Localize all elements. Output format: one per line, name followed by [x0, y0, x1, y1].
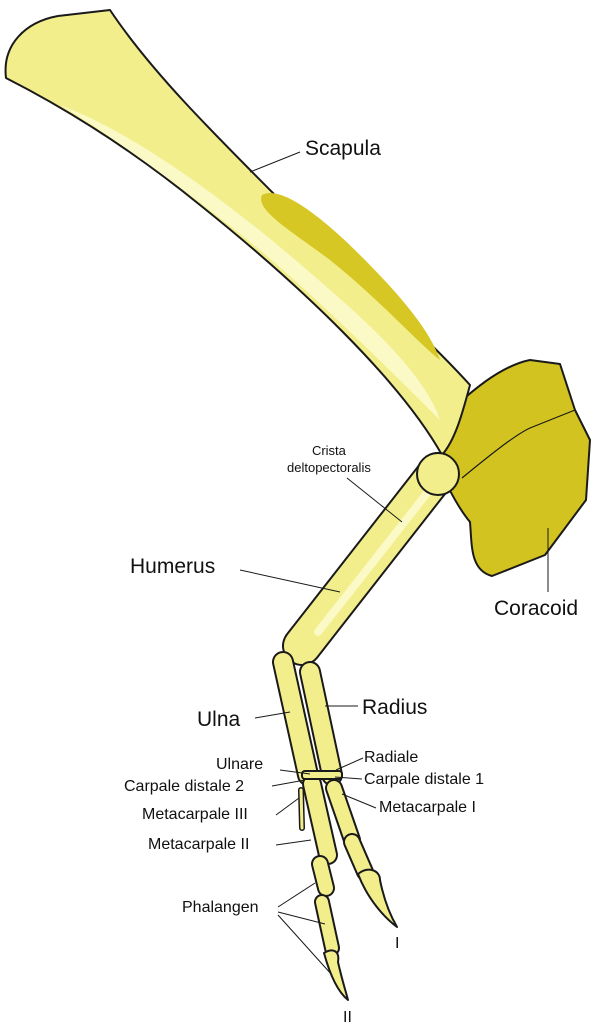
- scapula-groove: [261, 193, 440, 360]
- claw-digit-1: [357, 868, 398, 928]
- label-scapula: Scapula: [305, 137, 381, 160]
- arm-bones: [272, 452, 460, 956]
- label-crista-deltopectoralis: Crista deltopectoralis: [287, 443, 371, 477]
- label-coracoid: Coracoid: [494, 597, 579, 620]
- leader-lines: [239, 151, 549, 976]
- label-radius: Radius: [362, 696, 428, 719]
- carpal-bones: [301, 770, 343, 780]
- label-humerus: Humerus: [130, 555, 216, 578]
- label-metacarpale-2: Metacarpale II: [148, 836, 250, 853]
- coracoid-bone: [439, 359, 591, 577]
- label-carpale-distale-1: Carpale distale 1: [364, 771, 485, 788]
- label-ulnare: Ulnare: [216, 756, 264, 773]
- label-radiale: Radiale: [364, 749, 419, 766]
- label-crista-line1: Crista: [311, 443, 346, 458]
- label-digit-2: II: [343, 1009, 352, 1026]
- scapula-bone: [4, 9, 471, 456]
- label-digit-1: I: [395, 935, 400, 952]
- label-metacarpale-1: Metacarpale I: [379, 799, 476, 816]
- label-phalangen: Phalangen: [182, 899, 259, 916]
- label-carpale-distale-2: Carpale distale 2: [124, 778, 245, 795]
- label-crista-line2: deltopectoralis: [287, 459, 371, 475]
- label-ulna: Ulna: [197, 708, 241, 731]
- claw-digit-2: [323, 949, 349, 1001]
- label-metacarpale-3: Metacarpale III: [142, 806, 248, 823]
